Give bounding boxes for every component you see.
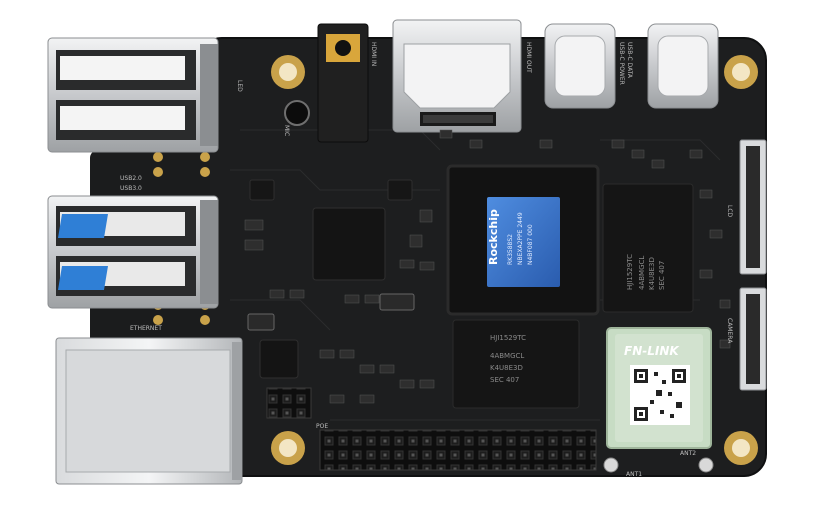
ram-chip-bottom: HJI1529TC 4ABMGCL K4U8E3D SEC 407 xyxy=(452,319,580,409)
ethernet-port xyxy=(55,337,243,485)
wifi-module: FN-LINK xyxy=(606,327,712,449)
ram-bottom-line1: HJI1529TC xyxy=(490,334,526,342)
silk-ant2: ANT2 xyxy=(680,450,696,457)
ic-small-2 xyxy=(249,179,275,201)
ram-bottom-line3: K4U8E3D xyxy=(490,364,523,372)
ram-top-line1: SEC 407 xyxy=(658,261,666,290)
ic-pmic xyxy=(312,207,386,281)
inductor-2 xyxy=(247,313,275,331)
silk-usb-c-data: USB-C DATA xyxy=(626,42,633,79)
audio-jack xyxy=(317,23,369,143)
silk-hdmi-out: HDMI OUT xyxy=(525,42,532,73)
silk-mic: MIC xyxy=(283,125,290,136)
soc-line2: NBEXA2PPE 2449 xyxy=(517,212,524,265)
camera-connector xyxy=(739,287,767,391)
silk-usb2: USB2.0 xyxy=(120,175,142,182)
soc-chip: Rockchip RK3588S2 NBEXA2PPE 2449 N4BF087… xyxy=(446,164,600,316)
mic-hole xyxy=(284,100,310,126)
silk-camera: CAMERA xyxy=(726,318,733,344)
gold-vias xyxy=(153,152,210,325)
soc-line1: RK3588S2 xyxy=(507,234,514,265)
ic-small-1 xyxy=(387,179,413,201)
ram-top-line2: K4U8E3D xyxy=(648,257,656,290)
silk-ethernet: ETHERNET xyxy=(130,325,162,332)
silk-usb3: USB3.0 xyxy=(120,185,142,192)
ic-ethernet-phy xyxy=(259,339,299,379)
gpio-header xyxy=(319,429,597,471)
poe-header xyxy=(266,387,312,419)
ram-top-line3: 4ABMGCL xyxy=(638,256,646,290)
silk-hdmi-in: HDMI IN xyxy=(370,42,377,66)
ram-bottom-line4: SEC 407 xyxy=(490,376,519,384)
silk-usb-c-power: USB-C POWER xyxy=(618,42,625,85)
ram-chip-top: SEC 407 K4U8E3D 4ABMGCL HJI1529TC xyxy=(602,183,694,313)
antenna-connector-2 xyxy=(698,457,714,473)
soc-brand: Rockchip xyxy=(487,209,500,265)
ram-top-line4: HJI1529TC xyxy=(626,254,634,290)
smd-components xyxy=(244,129,731,404)
silk-ant1: ANT1 xyxy=(626,471,642,478)
antenna-connector-1 xyxy=(603,457,619,473)
silk-poe: POE xyxy=(316,423,328,430)
usb2-port xyxy=(47,37,219,153)
usb-c-power-port xyxy=(647,23,719,109)
lcd-connector xyxy=(739,139,767,275)
silk-led: LED xyxy=(236,80,243,92)
usb3-port xyxy=(47,195,219,309)
hdmi-port xyxy=(392,19,522,133)
soc-line3: N4BF087 000 xyxy=(527,224,534,265)
wifi-brand: FN-LINK xyxy=(624,344,680,358)
qr-code xyxy=(630,365,690,425)
ram-bottom-line2: 4ABMGCL xyxy=(490,352,524,360)
usb-c-data-port xyxy=(544,23,616,109)
silk-lcd: LCD xyxy=(726,205,733,218)
inductor xyxy=(379,293,415,311)
mounting-holes xyxy=(271,55,758,465)
